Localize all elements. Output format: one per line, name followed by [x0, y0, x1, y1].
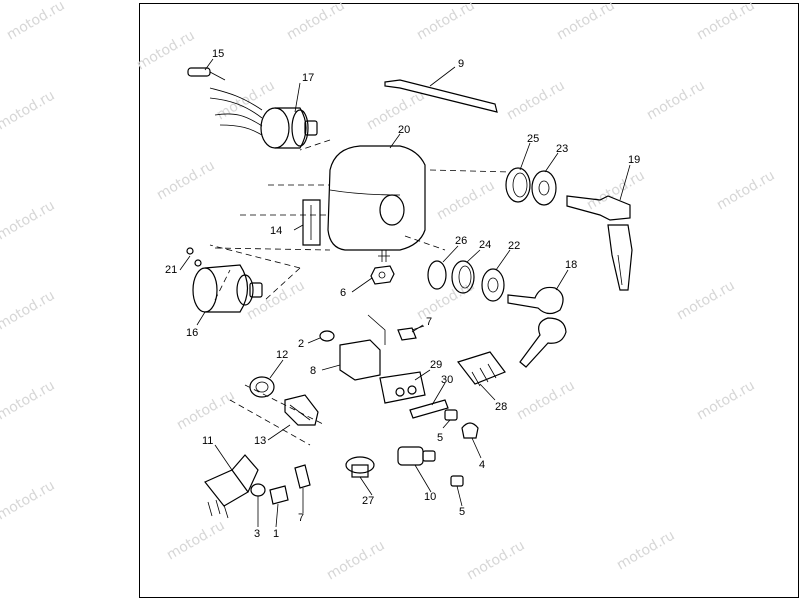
watermark: motod.ru	[554, 0, 618, 43]
watermark-layer: motod.ru motod.ru motod.ru motod.ru moto…	[0, 0, 778, 583]
callout-5: 5	[459, 506, 465, 518]
callout-19: 19	[628, 154, 640, 166]
part-15-bulb	[187, 67, 226, 81]
callout-2: 2	[298, 338, 304, 350]
part-7-socket-lower	[294, 464, 311, 489]
watermark: motod.ru	[674, 277, 738, 323]
callout-26: 26	[455, 235, 467, 247]
callout-16: 16	[186, 327, 198, 339]
part-1-screw	[269, 485, 289, 505]
watermark: motod.ru	[244, 277, 308, 323]
callout-25: 25	[527, 133, 539, 145]
watermark: motod.ru	[364, 87, 428, 133]
watermark: motod.ru	[414, 0, 478, 43]
callout-4: 4	[479, 459, 485, 471]
callout-8: 8	[310, 365, 316, 377]
watermark: motod.ru	[0, 477, 58, 523]
part-5-nut-lower	[450, 475, 464, 487]
part-9-strip	[384, 79, 498, 113]
part-24-ring	[451, 260, 475, 294]
callout-23: 23	[556, 143, 568, 155]
part-21-screws	[186, 247, 202, 267]
watermark: motod.ru	[504, 77, 568, 123]
callout-30: 30	[441, 374, 453, 386]
callout-17: 17	[302, 72, 314, 84]
callout-5: 5	[437, 432, 443, 444]
callout-21: 21	[165, 264, 177, 276]
watermark: motod.ru	[0, 287, 58, 333]
part-5-nut-upper	[444, 409, 458, 421]
watermark: motod.ru	[134, 27, 198, 73]
part-16-switch	[192, 264, 263, 313]
watermark: motod.ru	[694, 377, 758, 423]
watermark: motod.ru	[714, 167, 778, 213]
part-4-cap	[461, 422, 479, 439]
part-22-washer	[481, 268, 505, 302]
part-23-washer	[531, 170, 557, 206]
callout-12: 12	[276, 349, 288, 361]
callout-18: 18	[565, 259, 577, 271]
watermark: motod.ru	[464, 537, 528, 583]
part-25-ring	[505, 167, 531, 203]
part-12-washer	[249, 376, 275, 398]
watermark: motod.ru	[0, 87, 58, 133]
watermark: motod.ru	[284, 0, 348, 43]
part-6-nut	[370, 265, 395, 285]
callout-11: 11	[202, 435, 213, 447]
callout-22: 22	[508, 240, 520, 252]
callout-6: 6	[340, 287, 346, 299]
part-26-ring	[427, 260, 447, 290]
part-11-relay	[204, 454, 259, 519]
part-13-switch	[284, 394, 319, 426]
part-8-bracket	[339, 314, 386, 381]
callout-24: 24	[479, 239, 491, 251]
watermark: motod.ru	[614, 527, 678, 573]
leader-lines	[179, 58, 631, 528]
watermark: motod.ru	[414, 277, 478, 323]
watermark: motod.ru	[434, 177, 498, 223]
part-7-socket	[397, 325, 425, 341]
watermark: motod.ru	[164, 517, 228, 563]
callout-20: 20	[398, 124, 410, 136]
part-3-washer	[250, 483, 266, 497]
callout-labels: 15 17 9 20 25 23 19 14 21 26 24 22 18 6 …	[165, 48, 640, 540]
callout-7: 7	[426, 316, 432, 328]
part-17-switch	[209, 87, 318, 149]
watermark: motod.ru	[324, 537, 388, 583]
watermark: motod.ru	[4, 0, 68, 43]
watermark: motod.ru	[0, 377, 58, 423]
part-2-grommet	[319, 330, 335, 342]
part-29-block	[379, 371, 426, 404]
callout-14: 14	[270, 225, 282, 237]
watermark: motod.ru	[0, 197, 58, 243]
watermark: motod.ru	[514, 377, 578, 423]
callout-3: 3	[254, 528, 260, 540]
watermark: motod.ru	[174, 387, 238, 433]
callout-13: 13	[254, 435, 266, 447]
watermark: motod.ru	[644, 77, 708, 123]
watermark: motod.ru	[694, 0, 758, 43]
part-20-cover	[327, 145, 426, 262]
part-28-connector	[456, 351, 506, 387]
callout-29: 29	[430, 359, 442, 371]
watermark: motod.ru	[584, 167, 648, 213]
part-27-switch	[345, 456, 375, 478]
callout-27: 27	[362, 495, 374, 507]
part-18-keys	[507, 286, 567, 368]
callout-15: 15	[212, 48, 224, 60]
part-30-strip	[409, 399, 449, 419]
callout-1: 1	[273, 528, 279, 540]
part-10-switch	[397, 446, 436, 466]
callout-28: 28	[495, 401, 507, 413]
callout-9: 9	[458, 58, 464, 70]
watermark: motod.ru	[154, 157, 218, 203]
part-19-keys	[566, 195, 633, 291]
part-14-plate	[302, 199, 321, 246]
callout-10: 10	[424, 491, 436, 503]
callout-7: 7	[298, 512, 304, 524]
